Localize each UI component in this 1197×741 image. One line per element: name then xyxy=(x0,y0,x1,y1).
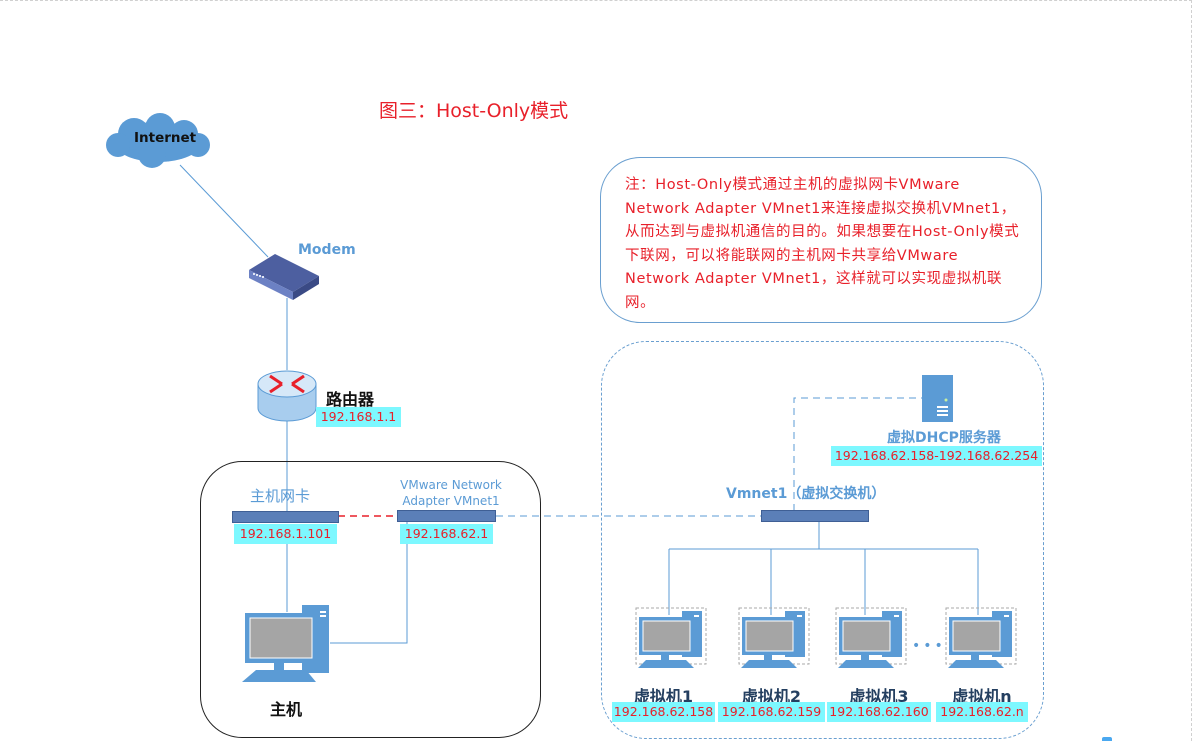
modem-icon xyxy=(249,254,319,300)
host-container xyxy=(200,461,541,738)
adapter-host-link xyxy=(330,520,408,644)
vmnet-adapter-icon xyxy=(397,510,496,522)
virtual-machine-icon xyxy=(635,607,707,668)
virtual-network-container xyxy=(601,341,1044,739)
router-ip: 192.168.1.1 xyxy=(316,407,401,427)
virtual-machine-icon xyxy=(945,607,1017,668)
vm-label: 虚拟机2 xyxy=(741,687,802,706)
vm-label: 虚拟机3 xyxy=(849,687,909,706)
vswitch-label: Vmnet1（虚拟交换机） xyxy=(726,486,886,502)
vm-ip: 192.168.62.158 xyxy=(612,702,715,722)
vm-ip: 192.168.62.n xyxy=(936,702,1028,722)
internet-label: Internet xyxy=(134,130,197,146)
more-vms-ellipsis: ••• xyxy=(912,638,946,654)
router-label: 路由器 xyxy=(326,390,375,409)
host-nic-icon xyxy=(232,511,339,523)
scrollbar-thumb[interactable] xyxy=(1102,737,1112,741)
virtual-machine-icon xyxy=(738,607,810,668)
host-computer-icon xyxy=(242,605,329,682)
router-icon xyxy=(257,370,317,422)
vm-label: 虚拟机n xyxy=(952,687,1012,706)
internet-modem-link xyxy=(179,164,269,258)
vmnet-adapter-ip: 192.168.62.1 xyxy=(400,524,493,544)
host-nic-label: 主机网卡 xyxy=(250,487,311,505)
virtual-machine-icon xyxy=(835,607,907,668)
diagram-title: 图三：Host-Only模式 xyxy=(379,100,569,122)
host-nic-ip: 192.168.1.101 xyxy=(234,524,337,544)
internet-cloud-icon xyxy=(106,113,210,168)
vmnet-adapter-label-line2: Adapter VMnet1 xyxy=(402,494,500,508)
vm-ip: 192.168.62.159 xyxy=(718,702,825,722)
host-label: 主机 xyxy=(270,700,303,719)
dhcp-range: 192.168.62.158-192.168.62.254 xyxy=(831,446,1042,466)
vswitch-icon xyxy=(761,510,869,522)
dhcp-label: 虚拟DHCP服务器 xyxy=(887,430,1001,446)
vmnet-adapter-label-line1: VMware Network xyxy=(400,478,502,492)
vm-ip: 192.168.62.160 xyxy=(827,702,931,722)
note-text: 注：Host-Only模式通过主机的虚拟网卡VMware Network Ada… xyxy=(625,177,1020,311)
note-bubble: 注：Host-Only模式通过主机的虚拟网卡VMware Network Ada… xyxy=(600,157,1042,323)
modem-label: Modem xyxy=(298,242,356,258)
dhcp-server-icon xyxy=(922,375,953,422)
vswitch-dhcp-link xyxy=(793,397,922,511)
vmnet-adapter-label: VMware Network Adapter VMnet1 xyxy=(392,477,510,509)
vm-label: 虚拟机1 xyxy=(633,687,694,706)
